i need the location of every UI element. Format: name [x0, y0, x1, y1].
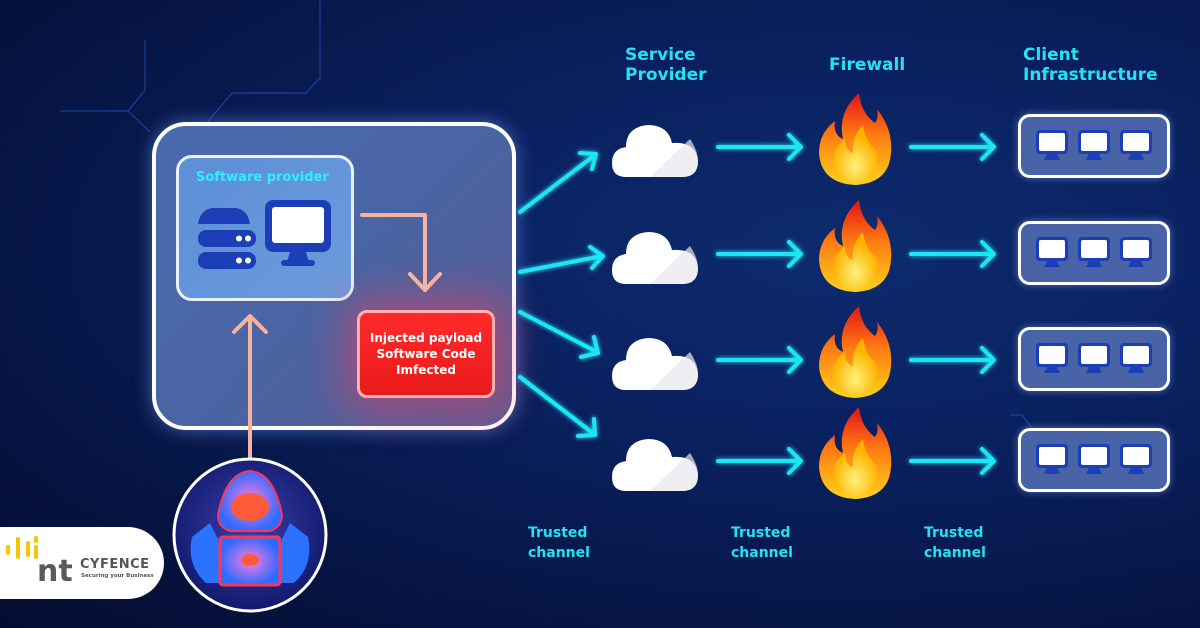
client-monitor-icon [1120, 444, 1152, 474]
row-arrows [716, 133, 996, 475]
fan-arrow [518, 310, 600, 359]
client-infrastructure-box [1018, 221, 1170, 285]
server-icon [198, 208, 256, 269]
client-monitor-icon [1120, 130, 1152, 160]
channel-line: channel [731, 545, 793, 561]
cloud-icon [612, 338, 698, 390]
title-line: Client [1023, 45, 1079, 65]
injected-payload-box: Injected payload Software Code Imfected [357, 310, 495, 398]
channel-line: channel [924, 545, 986, 561]
logo-card [0, 527, 164, 599]
client-infrastructure-box [1018, 327, 1170, 391]
client-monitor-icon [1120, 343, 1152, 373]
logo-mark-text: nt [37, 554, 73, 587]
client-monitor-icon [1120, 237, 1152, 267]
software-provider-title: Software provider [196, 170, 329, 185]
trusted-channel-label: Trusted channel [924, 523, 986, 563]
client-monitor-icon [1036, 237, 1068, 267]
fire-icon [819, 407, 892, 499]
channel-line: Trusted [924, 525, 984, 541]
client-monitor-icon [1078, 130, 1110, 160]
payload-line: Imfected [396, 363, 456, 377]
payload-line: Injected payload [369, 331, 483, 345]
payload-line: Software Code [376, 347, 476, 361]
client-infrastructure-box [1018, 114, 1170, 178]
column-title-client-infrastructure: Client Infrastructure [1023, 45, 1158, 85]
client-monitor-icon [1078, 444, 1110, 474]
title-line: Service [625, 45, 696, 65]
column-title-service-provider: Service Provider [625, 45, 707, 85]
client-monitor-icon [1036, 444, 1068, 474]
client-monitor-icon [1078, 343, 1110, 373]
logo-mark-icon: nt [6, 536, 73, 587]
fire-icon [819, 306, 892, 398]
cloud-icon [612, 125, 698, 177]
cloud-icon [612, 232, 698, 284]
arrow-to-payload [360, 213, 427, 292]
logo-brand: CYFENCE [80, 557, 150, 572]
channel-line: channel [528, 545, 590, 561]
column-title-firewall: Firewall [829, 55, 906, 75]
fire-icon [819, 93, 892, 185]
fan-arrow [518, 375, 597, 438]
cloud-icon [612, 439, 698, 491]
arrowhead-attacker-up [232, 314, 268, 334]
client-monitor-icon [1078, 237, 1110, 267]
fan-arrow [518, 151, 598, 214]
trusted-channel-label: Trusted channel [731, 523, 793, 563]
title-line: Provider [625, 65, 707, 85]
hacker-icon [172, 457, 328, 613]
fan-arrow [518, 245, 605, 274]
channel-line: Trusted [731, 525, 791, 541]
trusted-channel-label: Trusted channel [528, 523, 590, 563]
client-monitor-icon [1036, 130, 1068, 160]
fire-icon [819, 200, 892, 292]
title-line: Infrastructure [1023, 65, 1158, 85]
client-monitor-icon [1036, 343, 1068, 373]
arrowhead-to-payload [408, 272, 442, 292]
client-infrastructure-box [1018, 428, 1170, 492]
channel-line: Trusted [528, 525, 588, 541]
monitor-icon [265, 200, 331, 266]
logo-tagline: Securing your Business [81, 573, 154, 579]
